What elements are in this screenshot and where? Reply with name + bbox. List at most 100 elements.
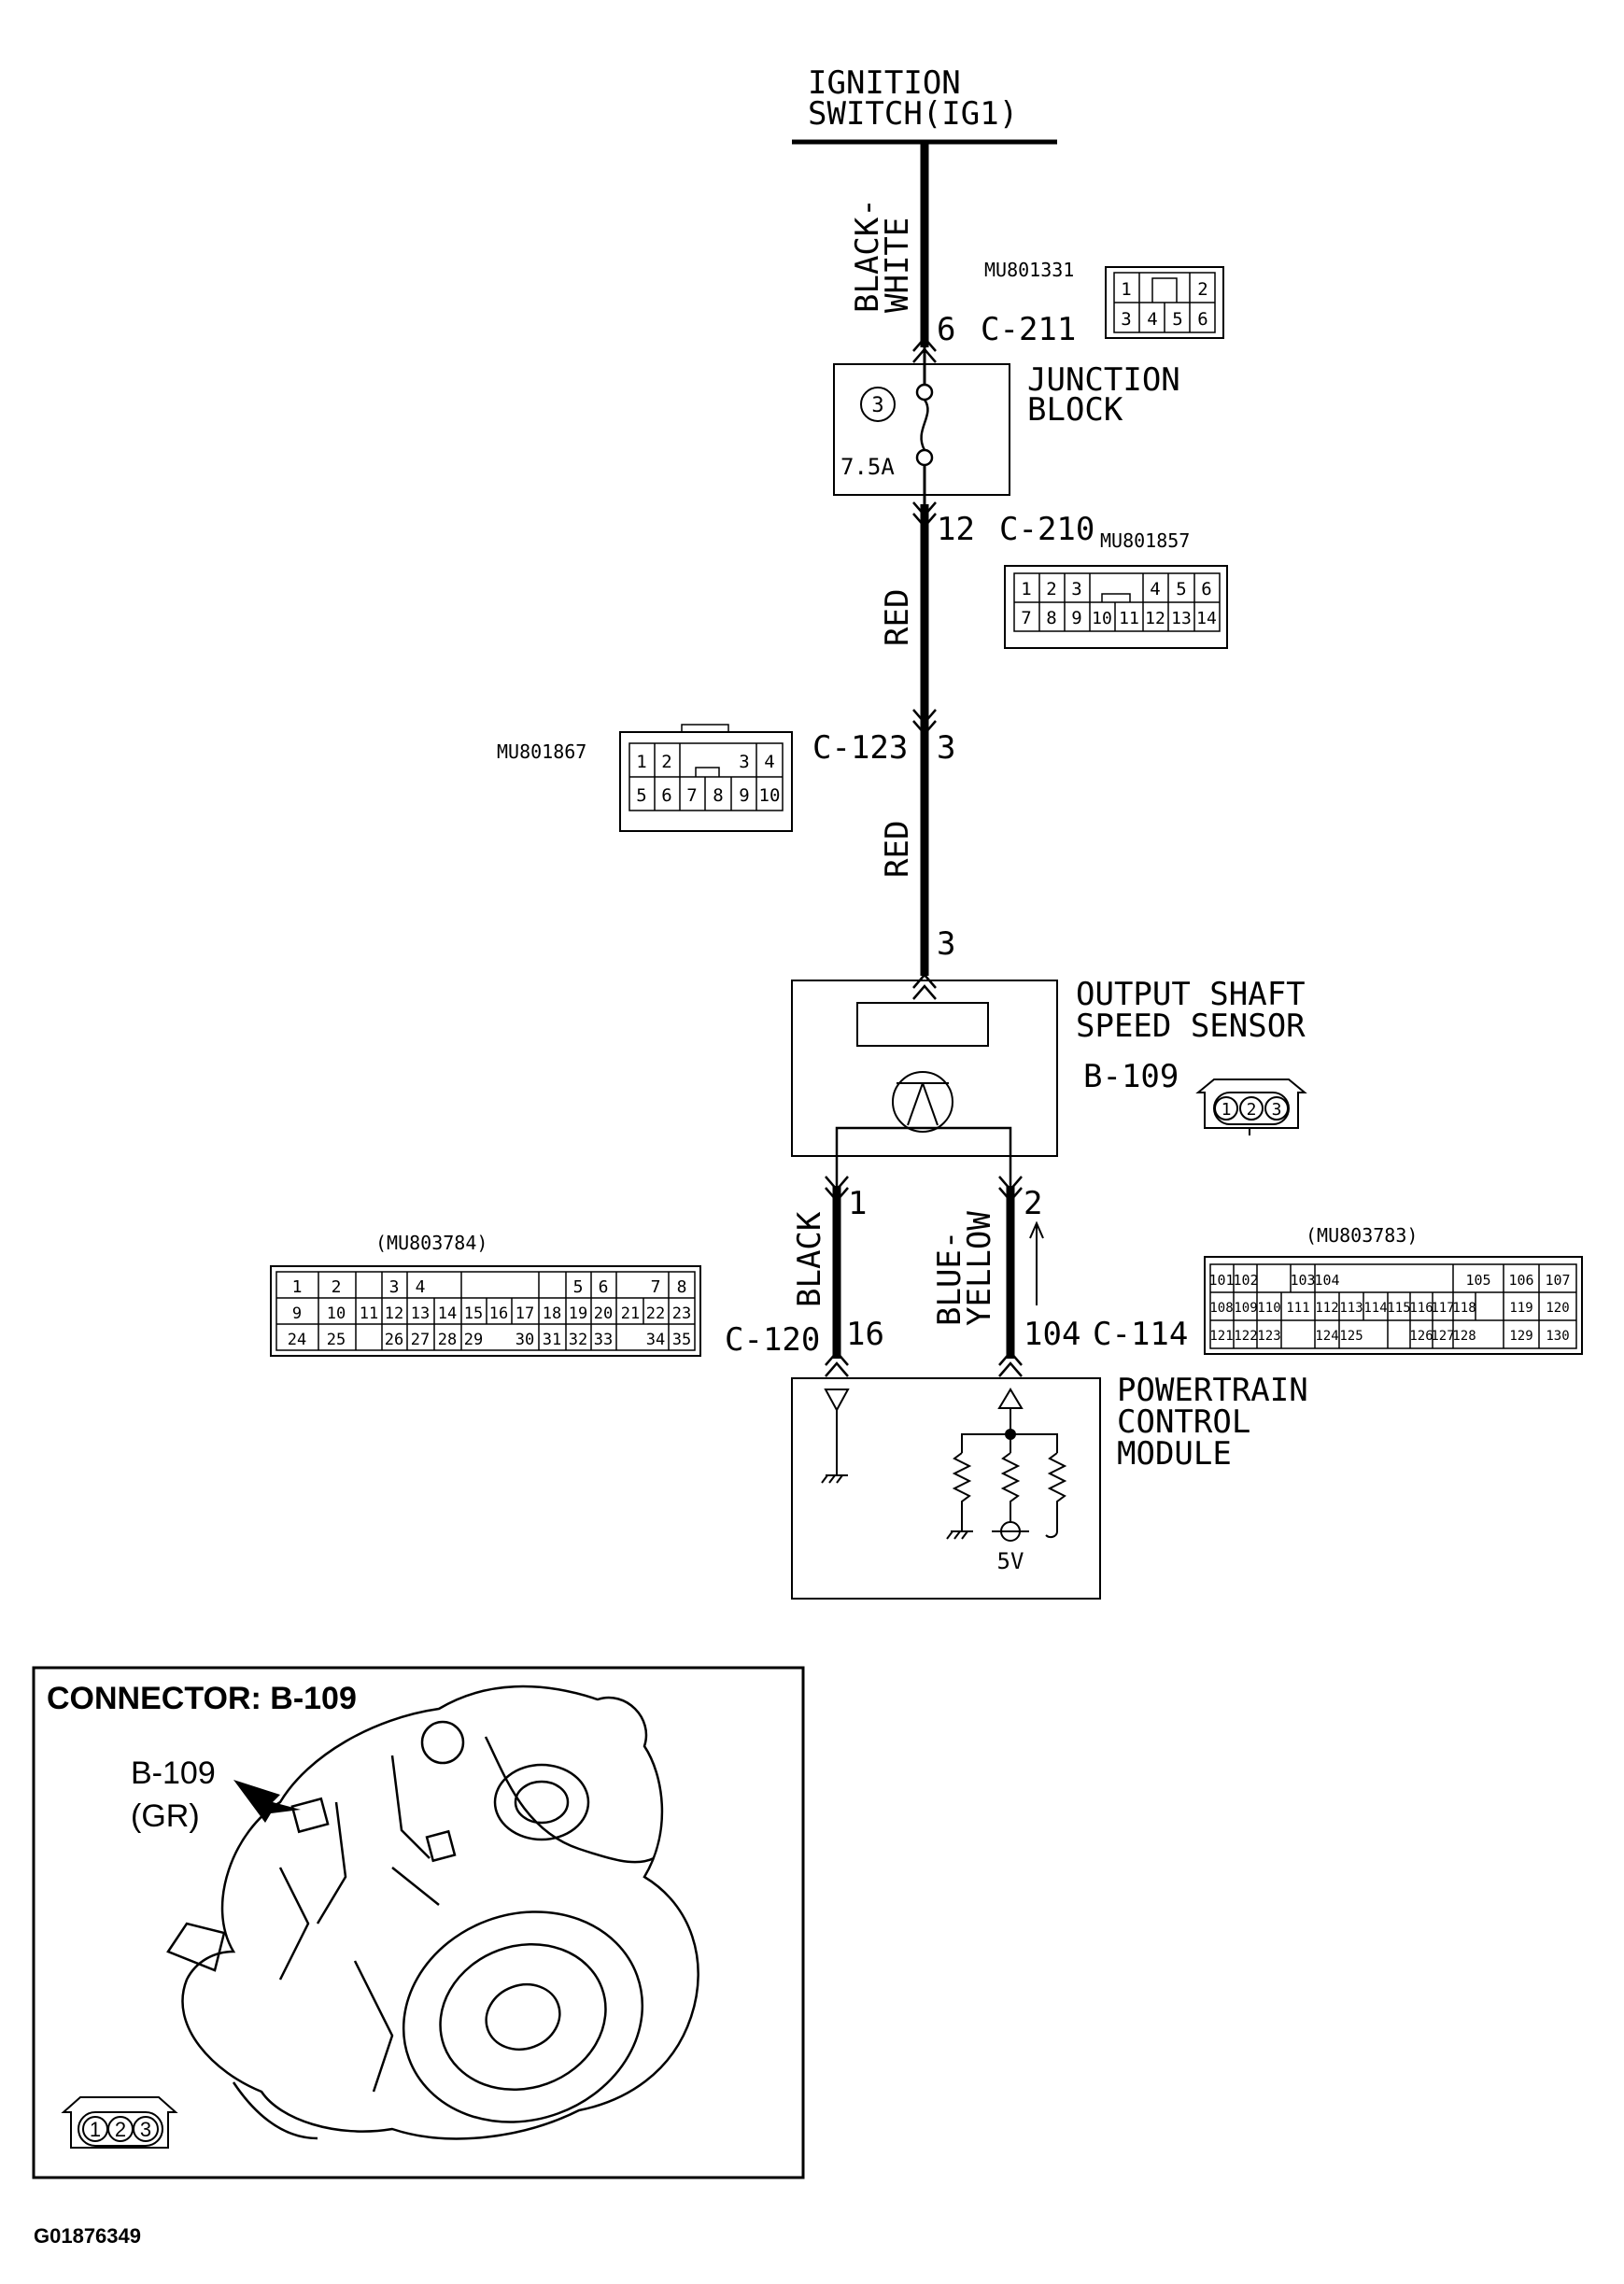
c123-part-number: MU801867 <box>497 740 586 763</box>
svg-text:28: 28 <box>438 1331 457 1349</box>
fuse-number: 3 <box>871 394 883 417</box>
svg-text:112: 112 <box>1315 1301 1338 1316</box>
svg-text:16: 16 <box>489 1304 508 1323</box>
svg-text:2: 2 <box>1197 279 1207 300</box>
input-triangle-104 <box>997 1388 1024 1409</box>
pcm-label-1: POWERTRAIN <box>1117 1372 1308 1409</box>
svg-text:14: 14 <box>1196 609 1217 628</box>
svg-text:103: 103 <box>1290 1272 1315 1289</box>
svg-text:11: 11 <box>1119 609 1139 628</box>
svg-text:26: 26 <box>385 1331 403 1349</box>
svg-text:107: 107 <box>1545 1272 1570 1289</box>
pcm-voltage: 5V <box>997 1548 1024 1574</box>
svg-text:115: 115 <box>1387 1301 1410 1316</box>
svg-text:8: 8 <box>677 1277 687 1297</box>
connector-callout-color: (GR) <box>131 1798 200 1834</box>
transistor-symbol <box>892 1071 953 1133</box>
c211-connector-face: 1 2 3 4 5 6 <box>1105 266 1224 339</box>
svg-text:6: 6 <box>1201 579 1211 599</box>
callout-arrow-icon <box>233 1780 301 1823</box>
c120-pin: 16 <box>846 1316 884 1353</box>
svg-text:113: 113 <box>1339 1301 1363 1316</box>
fuse-element <box>920 399 929 451</box>
svg-text:21: 21 <box>621 1304 640 1323</box>
c114-id: C-114 <box>1093 1316 1188 1353</box>
svg-text:5: 5 <box>1172 309 1182 330</box>
svg-text:122: 122 <box>1234 1329 1257 1344</box>
svg-text:2: 2 <box>661 752 671 772</box>
sensor-pin-blue-yellow: 2 <box>1024 1185 1042 1222</box>
svg-text:7: 7 <box>686 785 697 806</box>
svg-text:8: 8 <box>1046 608 1056 628</box>
svg-text:2: 2 <box>1046 579 1056 599</box>
svg-text:13: 13 <box>1171 609 1192 628</box>
c123-chevron <box>912 709 937 736</box>
svg-text:27: 27 <box>411 1331 430 1349</box>
c114-part-number: (MU803783) <box>1306 1224 1418 1247</box>
svg-text:121: 121 <box>1209 1329 1233 1344</box>
connector-location-panel: CONNECTOR: B-109 B-109 (GR) <box>32 1666 805 2179</box>
svg-text:123: 123 <box>1257 1329 1280 1344</box>
fuse-rating: 7.5A <box>840 454 895 480</box>
svg-text:1: 1 <box>292 1277 303 1297</box>
junction-block-label-1: JUNCTION <box>1027 361 1180 399</box>
c211-id: C-211 <box>981 311 1076 348</box>
ignition-switch-label-1: IGNITION <box>808 64 961 102</box>
svg-text:25: 25 <box>327 1331 346 1349</box>
svg-text:2: 2 <box>332 1277 342 1297</box>
connector-callout-id: B-109 <box>131 1755 216 1791</box>
svg-text:35: 35 <box>672 1331 691 1349</box>
svg-text:4: 4 <box>1150 579 1160 599</box>
svg-text:4: 4 <box>1147 309 1157 330</box>
svg-text:124: 124 <box>1315 1329 1338 1344</box>
svg-text:1: 1 <box>1021 579 1031 599</box>
svg-text:110: 110 <box>1257 1301 1280 1316</box>
svg-text:130: 130 <box>1546 1329 1569 1344</box>
ground-icon <box>821 1474 848 1484</box>
c114-connector-face: 101 102 103 104 105 106 107 108 109 110 … <box>1204 1256 1583 1355</box>
svg-text:105: 105 <box>1465 1272 1490 1289</box>
c120-chevron <box>825 1350 849 1377</box>
c210-id: C-210 <box>999 511 1094 548</box>
svg-text:104: 104 <box>1314 1272 1339 1289</box>
svg-text:108: 108 <box>1209 1301 1233 1316</box>
svg-text:111: 111 <box>1286 1301 1309 1316</box>
svg-text:29: 29 <box>464 1331 483 1349</box>
svg-text:1: 1 <box>636 752 646 772</box>
transaxle-illustration <box>166 1685 699 2140</box>
pcm-label-2: CONTROL <box>1117 1403 1250 1441</box>
fuse-terminal-top <box>915 383 934 402</box>
fuse-terminal-bottom <box>915 448 934 467</box>
c123-id: C-123 <box>812 729 908 767</box>
signal-direction-arrow <box>1029 1220 1044 1305</box>
svg-text:117: 117 <box>1431 1301 1454 1316</box>
sensor-input-chevron <box>912 973 937 1000</box>
fuse-number-circle <box>860 387 896 422</box>
svg-text:3: 3 <box>1071 579 1081 599</box>
svg-text:6: 6 <box>1197 309 1207 330</box>
svg-text:120: 120 <box>1546 1301 1569 1316</box>
wire-label-red-1: RED <box>879 589 916 646</box>
svg-text:15: 15 <box>464 1304 483 1323</box>
svg-text:102: 102 <box>1233 1272 1258 1289</box>
c211-pin: 6 <box>937 311 955 348</box>
svg-text:12: 12 <box>385 1304 403 1323</box>
svg-text:125: 125 <box>1339 1329 1363 1344</box>
c120-id: C-120 <box>725 1321 820 1359</box>
svg-text:31: 31 <box>543 1331 561 1349</box>
sensor-pin-black: 1 <box>848 1185 867 1222</box>
svg-text:5: 5 <box>573 1277 584 1297</box>
svg-text:5: 5 <box>636 785 646 806</box>
svg-text:118: 118 <box>1452 1301 1476 1316</box>
svg-text:23: 23 <box>672 1304 691 1323</box>
resistor-pull-down <box>952 1452 972 1531</box>
junction-block: 3 7.5A <box>833 347 1010 504</box>
svg-text:3: 3 <box>1121 309 1131 330</box>
figure-code: G01876349 <box>34 2224 141 2248</box>
svg-text:19: 19 <box>569 1304 587 1323</box>
resistor-signal <box>1045 1452 1067 1539</box>
svg-text:128: 128 <box>1452 1329 1476 1344</box>
svg-text:3: 3 <box>140 2118 151 2141</box>
svg-text:20: 20 <box>594 1304 613 1323</box>
